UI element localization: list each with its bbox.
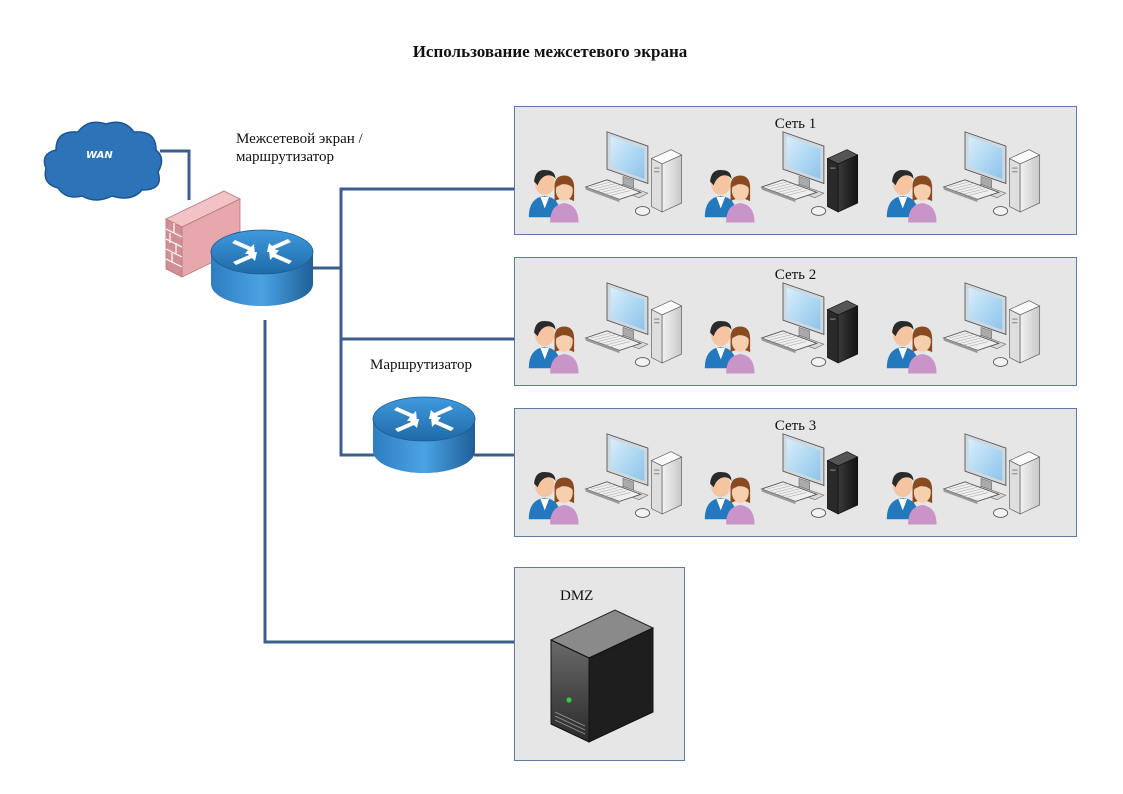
workstation-icon bbox=[703, 427, 863, 535]
router-label: Маршрутизатор bbox=[370, 357, 472, 373]
network-3-box: Сеть 3 bbox=[514, 408, 1077, 537]
dmz-box: DMZ bbox=[514, 567, 685, 761]
workstation-icon bbox=[885, 125, 1045, 233]
workstation-icon bbox=[885, 276, 1045, 384]
workstation-icon bbox=[703, 276, 863, 384]
dmz-link bbox=[263, 320, 514, 644]
workstation-icon bbox=[703, 125, 863, 233]
diagram-title: Использование межсетевого экрана bbox=[412, 42, 688, 61]
network-3-title: Сеть 3 bbox=[774, 418, 817, 434]
router-uplink bbox=[339, 339, 375, 457]
wan-link bbox=[160, 149, 191, 200]
firewall-router-label: Межсетевой экран / маршрутизатор bbox=[236, 131, 363, 165]
network-1-title: Сеть 1 bbox=[774, 116, 817, 132]
server-icon bbox=[549, 609, 655, 743]
firewall-router-icon bbox=[210, 229, 314, 307]
wan-cloud-icon bbox=[43, 121, 163, 201]
network-1-box: Сеть 1 bbox=[514, 106, 1077, 235]
firewall-icon bbox=[165, 190, 241, 278]
workstation-icon bbox=[527, 125, 687, 233]
router-icon bbox=[372, 396, 476, 474]
workstation-icon bbox=[527, 276, 687, 384]
workstation-icon bbox=[527, 427, 687, 535]
workstation-icon bbox=[885, 427, 1045, 535]
network-2-box: Сеть 2 bbox=[514, 257, 1077, 386]
dmz-title: DMZ bbox=[560, 588, 594, 604]
wan-label: WAN bbox=[86, 150, 113, 161]
network-2-title: Сеть 2 bbox=[774, 267, 817, 283]
trunk-link bbox=[312, 187, 514, 270]
